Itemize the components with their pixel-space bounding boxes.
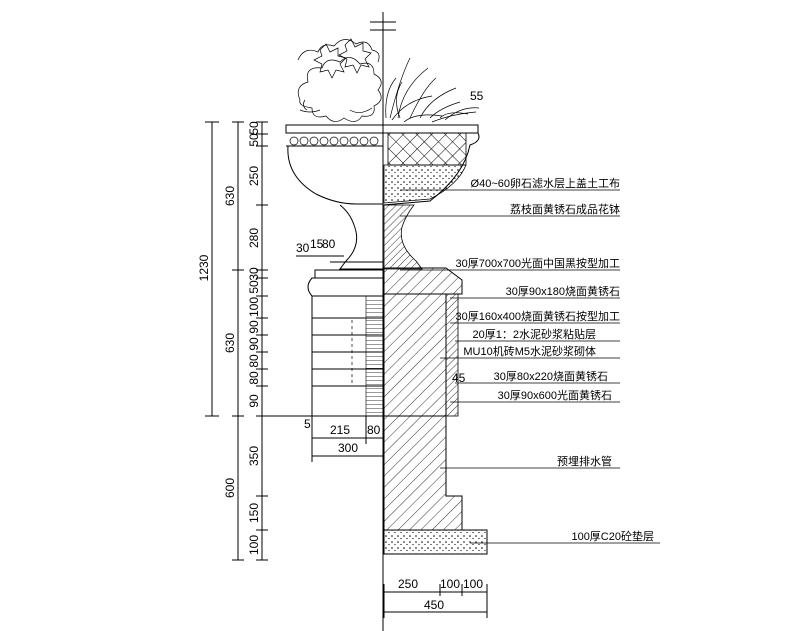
pedestal-section: [383, 267, 488, 555]
dim-total-1230: 1230: [197, 254, 211, 281]
neck-dim-30: 30: [296, 241, 310, 255]
seg-13: 150: [247, 503, 261, 523]
dim-lower-600: 600: [223, 478, 237, 498]
seg-10: 80: [247, 371, 261, 385]
seg-7: 90: [247, 320, 261, 334]
seg-0: 50: [247, 121, 261, 135]
seg-4: 30: [247, 267, 261, 281]
bottom-dim-450: 450: [424, 598, 444, 612]
neck-dimensions: 30 15 80: [296, 237, 344, 257]
left-dimension-chain: 1230 630 630 600 50 50 250 280 30 50 100…: [197, 121, 268, 561]
bottom-dim-100a: 100: [440, 577, 460, 591]
note-drain-pipe: 预埋排水管: [557, 454, 612, 468]
seg-8: 90: [247, 337, 261, 351]
leader-lines: [400, 189, 660, 544]
pedestal-elevation: [307, 269, 384, 417]
neck-dim-80: 80: [322, 237, 336, 251]
bottom-width-dimensions: 250 100 100 450: [383, 577, 488, 618]
plant-foliage: [297, 38, 480, 123]
note-black-granite-cap: 30厚700x700光面中国黑按型加工: [456, 256, 620, 270]
dim-middle-630: 630: [223, 333, 237, 353]
note-90x180-stone: 30厚90x180烧面黄锈石: [506, 284, 620, 298]
bead-molding: [289, 136, 379, 146]
bottom-dim-100b: 100: [463, 577, 483, 591]
note-brick-masonry: MU10机砖M5水泥砂浆砌体: [463, 344, 596, 358]
note-160x400-stone: 30厚160x400烧面黄锈石按型加工: [456, 309, 620, 323]
material-notes: Ø40~60卵石滤水层上盖土工布 荔枝面黄锈石成品花钵 30厚700x700光面…: [456, 176, 654, 543]
urn-bowl: [285, 124, 480, 206]
note-90x600-stone: 30厚90x600光面黄锈石: [498, 388, 612, 402]
seg-6: 100: [247, 297, 261, 317]
neck-dim-15: 15: [310, 237, 324, 251]
seg-3: 280: [247, 228, 261, 248]
base-dim-300: 300: [338, 441, 358, 455]
seg-9: 80: [247, 354, 261, 368]
dim-upper-630: 630: [223, 186, 237, 206]
note-mortar-bed: 20厚1：2水泥砂浆粘贴层: [473, 327, 596, 341]
bottom-dim-250: 250: [398, 577, 418, 591]
note-finished-planter: 荔枝面黄锈石成品花钵: [510, 202, 620, 216]
right-offset-45: 45: [452, 371, 466, 385]
note-concrete-base: 100厚C20砼垫层: [571, 529, 654, 543]
note-pebble-filter: Ø40~60卵石滤水层上盖土工布: [471, 176, 620, 190]
base-dim-5: 5: [304, 417, 311, 431]
seg-1: 50: [247, 133, 261, 147]
seg-12: 350: [247, 446, 261, 466]
note-80x220-stone: 30厚80x220烧面黄锈石: [494, 369, 608, 383]
base-dim-80: 80: [367, 423, 381, 437]
seg-11: 90: [247, 394, 261, 408]
base-dim-215: 215: [330, 423, 350, 437]
urn-stem: [330, 204, 423, 270]
base-width-dimensions: 5 215 80 300: [304, 416, 383, 462]
seg-5: 50: [247, 280, 261, 294]
right-offset-55: 55: [470, 89, 484, 103]
seg-14: 100: [247, 535, 261, 555]
seg-2: 250: [247, 166, 261, 186]
